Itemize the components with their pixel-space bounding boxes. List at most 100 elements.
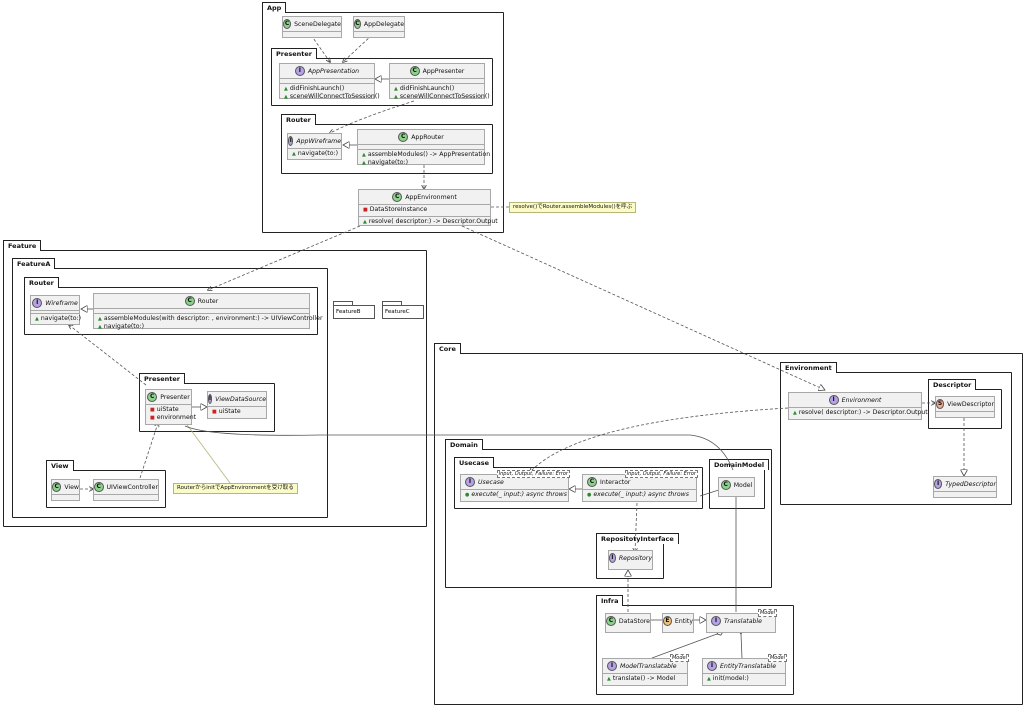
interface-name: Translatable — [724, 617, 762, 625]
class-icon: C — [184, 296, 195, 306]
package-core-label: Core — [434, 343, 461, 354]
private-field-icon: ■ — [150, 415, 155, 421]
interface-name: AppWireframe — [296, 137, 341, 145]
class-icon: C — [392, 192, 403, 202]
package-feature-a-router-label: Router — [24, 277, 59, 288]
note-app-environment: resolve()でRouter.assembleModules()を呼ぶ — [509, 202, 637, 213]
method-row: ▲ assembleModules() -> AppPresentation — [362, 151, 490, 159]
edge-uiviewcontroller-presenter — [139, 423, 158, 479]
private-field-icon: ■ — [363, 207, 368, 213]
edge-modeltranslatable-translatable — [651, 634, 717, 659]
method-label: init(model:) — [712, 675, 749, 682]
package-feature-c: FeatureC — [382, 301, 424, 319]
package-feature-a-label: FeatureA — [12, 258, 56, 269]
package-app-router: Router — [281, 114, 493, 174]
method-label: execute(_ input:) async throws — [593, 491, 689, 498]
method-row: ▲ navigate(to:) — [35, 315, 81, 323]
method-label: navigate(to:) — [297, 150, 338, 157]
class-name: Presenter — [160, 393, 190, 401]
package-descriptor-label: Descriptor — [928, 379, 977, 390]
interface-icon: I — [294, 66, 305, 76]
interface-name: ModelTranslatable — [620, 662, 677, 670]
method-label: sceneWillConnectToSession() — [289, 93, 380, 100]
package-repository-interface: RepositotyInterface — [596, 533, 679, 579]
public-method-icon: ▲ — [284, 94, 288, 100]
type-parameters: Input, Output, Failure: Error — [496, 470, 570, 478]
package-domain-model: DomainModel — [709, 459, 770, 509]
interface-name: TypedDescriptor — [945, 480, 996, 488]
interface-name: ViewDataSource — [215, 395, 267, 403]
package-feature-a-view-label: View — [46, 460, 74, 471]
interface-icon: I — [32, 298, 43, 308]
package-descriptor: Descriptor — [928, 379, 1002, 429]
method-row: ▲ didFinishLaunch() — [394, 85, 480, 93]
edge-presenter-wireframe — [69, 325, 147, 386]
package-feature-label: Feature — [3, 240, 42, 251]
method-label: didFinishLaunch() — [289, 85, 345, 92]
method-row: ▲ sceneWillConnectToSession() — [394, 93, 490, 101]
class-name: Model — [733, 481, 753, 489]
method-row: ▲ translate() -> Model — [607, 675, 683, 683]
package-app-presenter-label: Presenter — [271, 48, 318, 59]
method-label: resolve( descriptor:) -> Descriptor.Outp… — [368, 218, 498, 225]
class-icon: C — [398, 132, 409, 142]
public-method-icon: ▲ — [98, 324, 102, 330]
public-method-icon: ▲ — [394, 86, 398, 92]
public-method-icon: ● — [465, 492, 470, 498]
interface-icon: I — [207, 394, 213, 404]
edge-scenedelegate-apppresentation — [310, 34, 330, 62]
interface-name: Usecase — [478, 478, 504, 486]
package-environment: Environment — [780, 362, 1012, 505]
method-label: navigate(to:) — [103, 323, 144, 330]
edge-appdelegate-apppresentation — [343, 34, 373, 62]
interface-icon: I — [607, 661, 617, 671]
private-field-icon: ■ — [212, 409, 217, 415]
field-row: ■ DataStoreInstance — [363, 206, 486, 214]
class-name: Router — [197, 297, 219, 305]
interface-name: EntityTranslatable — [720, 662, 777, 670]
interface-name: Environment — [841, 396, 882, 404]
method-label: translate() -> Model — [612, 675, 676, 682]
method-label: didFinishLaunch() — [399, 85, 455, 92]
package-feature-a-router: Router — [24, 277, 318, 335]
interface-name: Repository — [618, 554, 652, 562]
class-icon: C — [354, 19, 361, 29]
interface-icon: I — [288, 136, 294, 146]
method-row: ● execute(_ input:) async throws — [587, 491, 692, 499]
method-label: navigate(to:) — [367, 159, 408, 166]
public-method-icon: ● — [587, 492, 592, 498]
edge-interactor-repository — [635, 502, 637, 552]
class-name: DataStore — [618, 617, 650, 625]
struct-icon: S — [936, 399, 945, 409]
interface-name: AppPresentation — [307, 67, 360, 75]
field-label: uiState — [218, 408, 241, 415]
edge-environment-usecase — [530, 407, 789, 472]
class-name: AppRouter — [411, 133, 444, 141]
package-domain-model-label: DomainModel — [709, 459, 770, 470]
